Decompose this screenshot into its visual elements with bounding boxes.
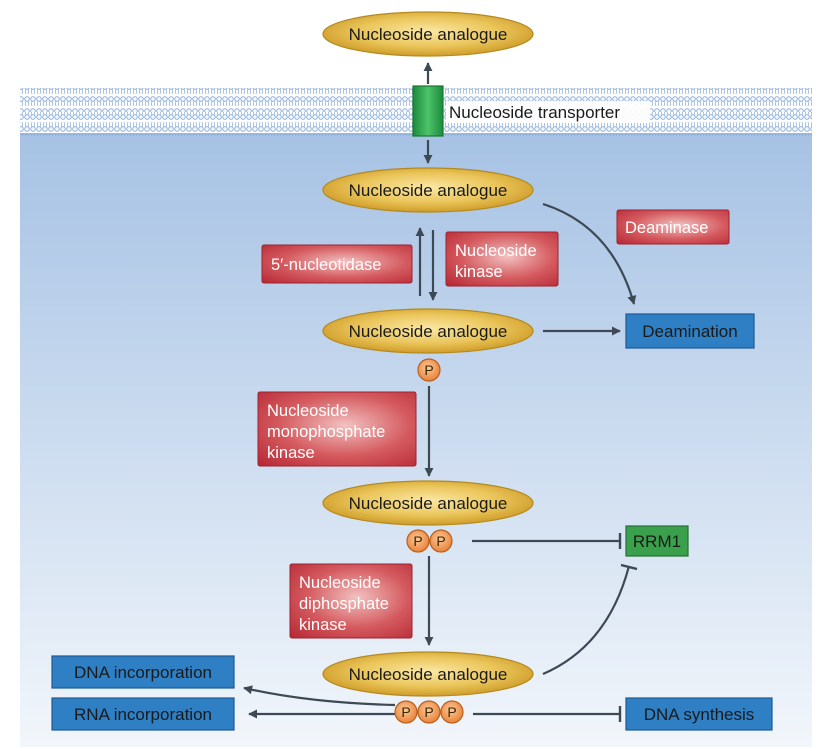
triphosphate-inhibits-rrm1 bbox=[542, 563, 638, 676]
dna-incorporation-arrow bbox=[243, 685, 396, 707]
phosphate-group: P bbox=[440, 700, 464, 724]
svg-text:DNA incorporation: DNA incorporation bbox=[74, 663, 212, 682]
phosphate-group: P bbox=[417, 700, 441, 724]
triphosphate-inhibits-dna-synthesis bbox=[473, 706, 622, 722]
svg-text:kinase: kinase bbox=[455, 263, 503, 281]
nucleoside-transporter: Nucleoside transporter bbox=[412, 85, 650, 137]
svg-text:Deaminase: Deaminase bbox=[625, 219, 708, 237]
phosphate-group: P bbox=[417, 358, 441, 382]
enzyme-nucleoside-kinase: Nucleoside kinase bbox=[445, 231, 559, 287]
svg-text:Nucleoside analogue: Nucleoside analogue bbox=[349, 494, 508, 513]
svg-text:Nucleoside analogue: Nucleoside analogue bbox=[349, 665, 508, 684]
svg-text:Nucleoside: Nucleoside bbox=[267, 402, 349, 420]
phosphate-group: P bbox=[406, 529, 430, 553]
nucleoside-analogue-diphosphate: Nucleoside analogue bbox=[322, 480, 534, 526]
svg-text:P: P bbox=[424, 704, 433, 720]
phosphate-group: P bbox=[394, 700, 418, 724]
svg-text:Nucleoside: Nucleoside bbox=[455, 242, 537, 260]
outcome-dna-incorporation: DNA incorporation bbox=[51, 655, 235, 689]
svg-text:diphosphate: diphosphate bbox=[299, 595, 389, 613]
svg-text:P: P bbox=[413, 533, 422, 549]
nucleoside-analogue-extracellular: Nucleoside analogue bbox=[322, 11, 534, 57]
svg-text:kinase: kinase bbox=[267, 444, 315, 462]
enzyme-nucleoside-diphosphate-kinase: Nucleoside diphosphate kinase bbox=[289, 563, 413, 639]
svg-text:5′-nucleotidase: 5′-nucleotidase bbox=[271, 256, 381, 274]
svg-text:monophosphate: monophosphate bbox=[267, 423, 385, 441]
svg-text:Nucleoside analogue: Nucleoside analogue bbox=[349, 322, 508, 341]
outcome-rrm1: RRM1 bbox=[625, 525, 689, 557]
transporter-label: Nucleoside transporter bbox=[449, 103, 620, 122]
enzyme-5-nucleotidase: 5′-nucleotidase bbox=[261, 244, 413, 284]
diphosphate-inhibits-rrm1 bbox=[472, 533, 622, 549]
outcome-dna-synthesis: DNA synthesis bbox=[625, 697, 773, 731]
svg-text:RNA incorporation: RNA incorporation bbox=[74, 705, 212, 724]
nucleoside-analogue-monophosphate: Nucleoside analogue bbox=[322, 308, 534, 354]
svg-text:P: P bbox=[447, 704, 456, 720]
nucleoside-analogue-triphosphate: Nucleoside analogue bbox=[322, 651, 534, 697]
svg-text:P: P bbox=[401, 704, 410, 720]
nucleoside-analogue-intracellular: Nucleoside analogue bbox=[322, 167, 534, 213]
svg-text:Deamination: Deamination bbox=[642, 322, 737, 341]
outcome-deamination: Deamination bbox=[625, 313, 755, 349]
phosphate-group: P bbox=[429, 529, 453, 553]
svg-text:DNA synthesis: DNA synthesis bbox=[644, 705, 755, 724]
enzyme-deaminase: Deaminase bbox=[616, 209, 730, 245]
enzyme-nucleoside-monophosphate-kinase: Nucleoside monophosphate kinase bbox=[257, 391, 417, 467]
svg-text:kinase: kinase bbox=[299, 616, 347, 634]
svg-text:Nucleoside analogue: Nucleoside analogue bbox=[349, 181, 508, 200]
svg-text:Nucleoside: Nucleoside bbox=[299, 574, 381, 592]
svg-text:P: P bbox=[424, 362, 433, 378]
svg-text:Nucleoside analogue: Nucleoside analogue bbox=[349, 25, 508, 44]
svg-text:P: P bbox=[436, 533, 445, 549]
svg-text:RRM1: RRM1 bbox=[633, 532, 681, 551]
curved-deamination-arrow bbox=[542, 202, 637, 305]
outcome-rna-incorporation: RNA incorporation bbox=[51, 697, 235, 731]
